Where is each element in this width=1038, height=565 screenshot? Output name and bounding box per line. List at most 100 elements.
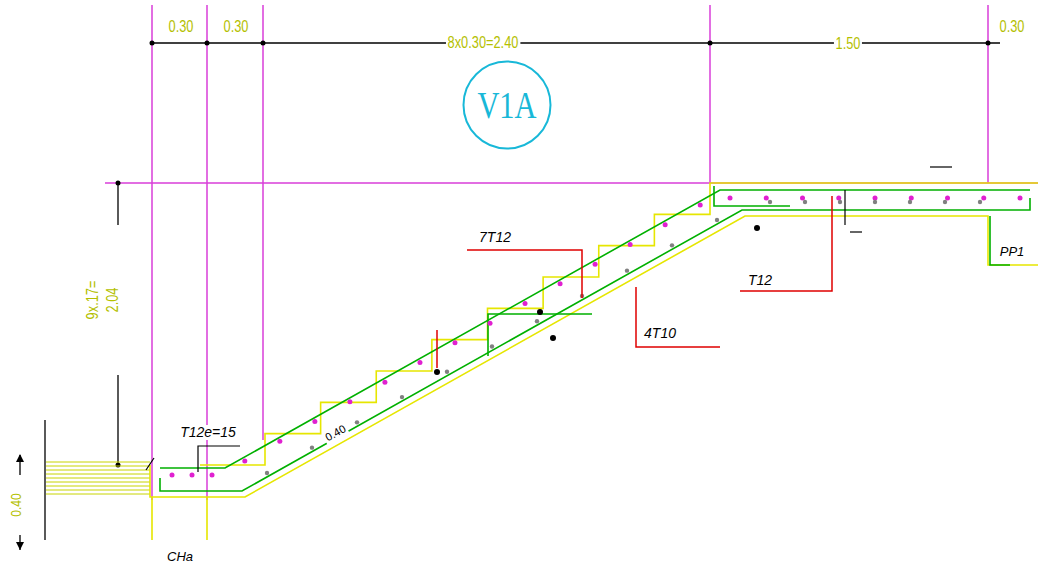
- section-mark: [844, 190, 845, 225]
- label-anchor: 0.30: [222, 19, 250, 36]
- dimension-dot: [116, 463, 121, 468]
- dimension-text: 9x.17=: [85, 279, 102, 321]
- dimension-lines: [20, 43, 1000, 550]
- dimension-dot: [150, 41, 155, 46]
- label-anchor: 2.04: [105, 286, 122, 314]
- rebar-dot: [838, 200, 842, 204]
- leader-dot: [550, 335, 556, 341]
- dimension-dots: [16, 41, 991, 551]
- rebar-dot: [312, 419, 317, 424]
- label-anchor: 0.30: [998, 19, 1026, 36]
- stirrup-rebar: [488, 314, 592, 356]
- label-anchor: 0.30: [167, 19, 195, 36]
- section-mark: [850, 231, 862, 232]
- rebar-callout: T12: [746, 273, 774, 288]
- concrete-outline: [150, 183, 1038, 540]
- rebar-dot: [488, 321, 493, 326]
- rebar-dot: [908, 200, 912, 204]
- rebar-dot: [803, 200, 807, 204]
- hatch-line: [46, 462, 150, 463]
- label-anchor: T12e=15: [178, 424, 238, 440]
- dimension-line: [152, 42, 1000, 43]
- rebar-dot: [728, 196, 733, 201]
- dimension-text: 8x0.30=2.40: [446, 35, 520, 52]
- rebar-dot: [670, 243, 674, 247]
- rebar-dot: [1018, 196, 1023, 201]
- section-line: [44, 420, 45, 540]
- rebar-dot: [347, 399, 352, 404]
- rebar-dot: [764, 196, 769, 201]
- label-anchor: CHa: [165, 548, 195, 564]
- grid-line: [151, 5, 153, 500]
- rebar-dot: [943, 200, 947, 204]
- leader-line: [740, 196, 832, 291]
- leader-dots: [434, 225, 760, 375]
- dimension-line: [117, 183, 118, 225]
- grid-line: [987, 5, 989, 183]
- rebar-dot: [628, 242, 633, 247]
- rebar-dot: [715, 218, 719, 222]
- rebar-dot: [663, 222, 668, 227]
- hatch-line: [46, 482, 150, 483]
- rebar-dot: [698, 203, 703, 208]
- marks: [146, 167, 952, 472]
- rebar-dot: [190, 473, 195, 478]
- rebar-dot: [242, 458, 247, 463]
- rebar-dot: [981, 196, 986, 201]
- distribution-bars: [170, 196, 1023, 478]
- rebar-callout: 4T10: [642, 326, 678, 341]
- label-anchor: 1.50: [834, 36, 862, 53]
- dimension-text: 0.40: [8, 492, 24, 519]
- grid-line: [262, 5, 264, 440]
- rebar-dot: [452, 340, 457, 345]
- rebar-dot: [873, 200, 877, 204]
- top-rebar: [160, 190, 1030, 468]
- rebar-dot: [625, 268, 629, 272]
- rebar-dot: [558, 281, 563, 286]
- hatch-line: [46, 474, 150, 475]
- dimension-text: 0.30: [222, 19, 250, 36]
- rebar-dot: [535, 319, 539, 323]
- rebar-dot: [978, 200, 982, 204]
- leader-lines: [437, 196, 832, 368]
- rebar-dot: [768, 200, 772, 204]
- ground-hatch: [46, 462, 150, 494]
- section-mark: [930, 166, 952, 167]
- leader-line: [436, 330, 438, 368]
- rebar-dot: [400, 395, 404, 399]
- label-anchor: 7T12: [477, 229, 513, 245]
- rebar-callout: 7T12: [477, 230, 513, 245]
- leader-line: [636, 287, 720, 347]
- label-anchor: PP1: [998, 243, 1027, 259]
- rebar-dot: [445, 370, 449, 374]
- view-circle: V1A: [462, 60, 552, 150]
- hatch-line: [46, 466, 150, 467]
- rebar-dot: [836, 196, 841, 201]
- leader-dot: [537, 309, 543, 315]
- dimension-dot: [205, 41, 210, 46]
- rebar-dot: [873, 196, 878, 201]
- hatch-line: [46, 470, 150, 471]
- rebar-dot: [310, 445, 314, 449]
- arrow-head: [16, 454, 24, 462]
- section-mark: [146, 458, 154, 470]
- dimension-text: 2.04: [105, 286, 122, 314]
- leader-dot: [754, 225, 760, 231]
- rebar-dot: [800, 196, 805, 201]
- label-anchor: 9x.17=: [85, 279, 102, 321]
- rebar-dot: [417, 360, 422, 365]
- dimension-dot: [986, 41, 991, 46]
- slab-underside: [150, 216, 1038, 497]
- circle-outline: [464, 62, 551, 149]
- dimension-text: 1.50: [834, 36, 862, 53]
- label-anchor: 8x0.30=2.40: [446, 35, 520, 52]
- thickness-text: 0.40: [322, 422, 350, 445]
- hatch-line: [46, 478, 150, 479]
- rebar-dot: [523, 301, 528, 306]
- step-profile: [200, 183, 1038, 465]
- rebar-dot: [593, 262, 598, 267]
- label-anchor: T12: [746, 272, 774, 288]
- rebar-dot: [170, 473, 175, 478]
- beam-name: PP1: [998, 245, 1027, 259]
